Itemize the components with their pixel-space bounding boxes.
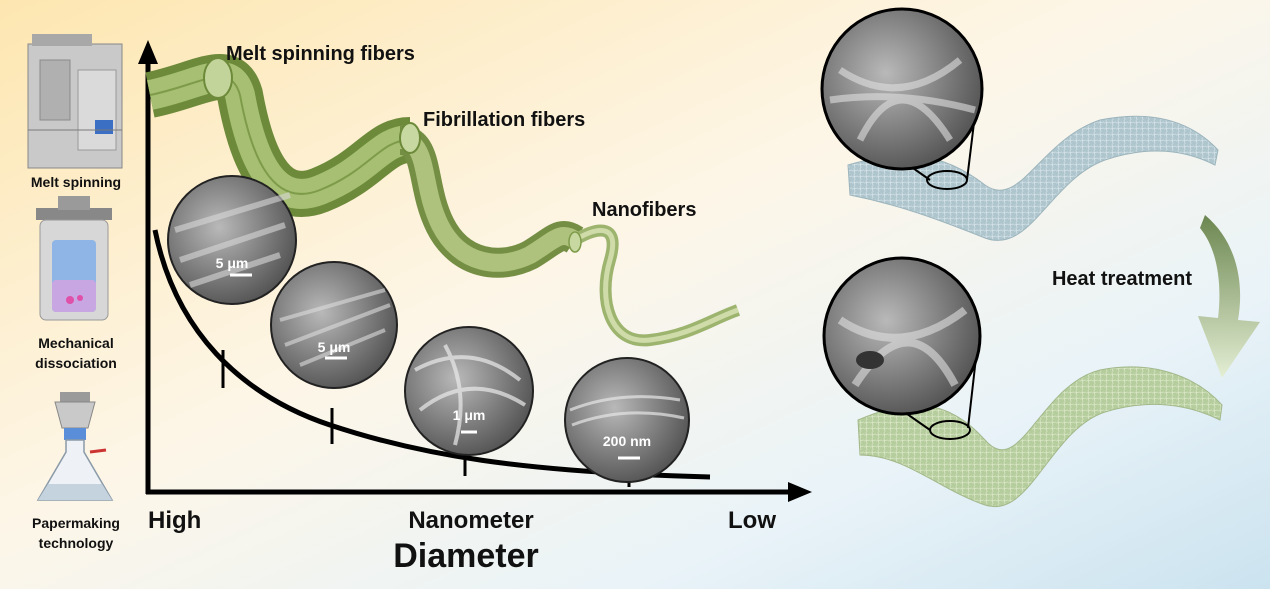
- green-fiber-mat-icon: [857, 366, 1223, 508]
- nanofiber-icon: [568, 224, 741, 347]
- sem-image-3: [404, 326, 534, 456]
- sem-image-4: [564, 357, 690, 483]
- x-axis-low-label: Low: [728, 507, 776, 534]
- melt-spinning-fiber-icon: [145, 54, 413, 217]
- papermaking-label-line1: Papermaking: [32, 515, 120, 531]
- sem-image-2: [270, 261, 398, 389]
- nanofibers-label: Nanofibers: [592, 199, 696, 221]
- sem-3-scale-label: 1 μm: [453, 407, 486, 423]
- sem-image-1: [167, 175, 297, 305]
- melt-spinning-label: Melt spinning: [31, 174, 121, 190]
- y-axis-arrowhead: [138, 40, 158, 64]
- heat-treatment-arrow-icon: [1198, 215, 1260, 378]
- sem-4-scale-label: 200 nm: [603, 433, 651, 449]
- x-axis-arrowhead: [788, 482, 812, 502]
- melt-spinning-machine-icon: [27, 34, 123, 169]
- melt-spinning-fibers-label: Melt spinning fibers: [226, 43, 415, 65]
- x-axis-nanometer-label: Nanometer: [408, 507, 533, 534]
- sem-2-scale-label: 5 μm: [318, 339, 351, 355]
- fibrillation-fibers-label: Fibrillation fibers: [423, 109, 585, 131]
- heat-treatment-label: Heat treatment: [1052, 268, 1192, 290]
- mechanical-dissociation-icon: [36, 196, 112, 321]
- mechanical-label-line1: Mechanical: [38, 335, 113, 351]
- blue-mat-zoom-inset: [820, 7, 984, 190]
- blue-fiber-mat-icon: [847, 115, 1219, 241]
- mechanical-label-line2: dissociation: [35, 355, 117, 371]
- x-axis-title: Diameter: [393, 537, 539, 575]
- sem-1-scale-label: 5 μm: [216, 255, 249, 271]
- diameter-curve: [152, 229, 711, 480]
- papermaking-filter-flask-icon: [36, 392, 114, 501]
- x-axis-high-label: High: [148, 507, 201, 534]
- fibrillation-fiber-icon: [397, 122, 584, 278]
- papermaking-label-line2: technology: [39, 535, 114, 551]
- green-mat-zoom-inset: [822, 256, 982, 440]
